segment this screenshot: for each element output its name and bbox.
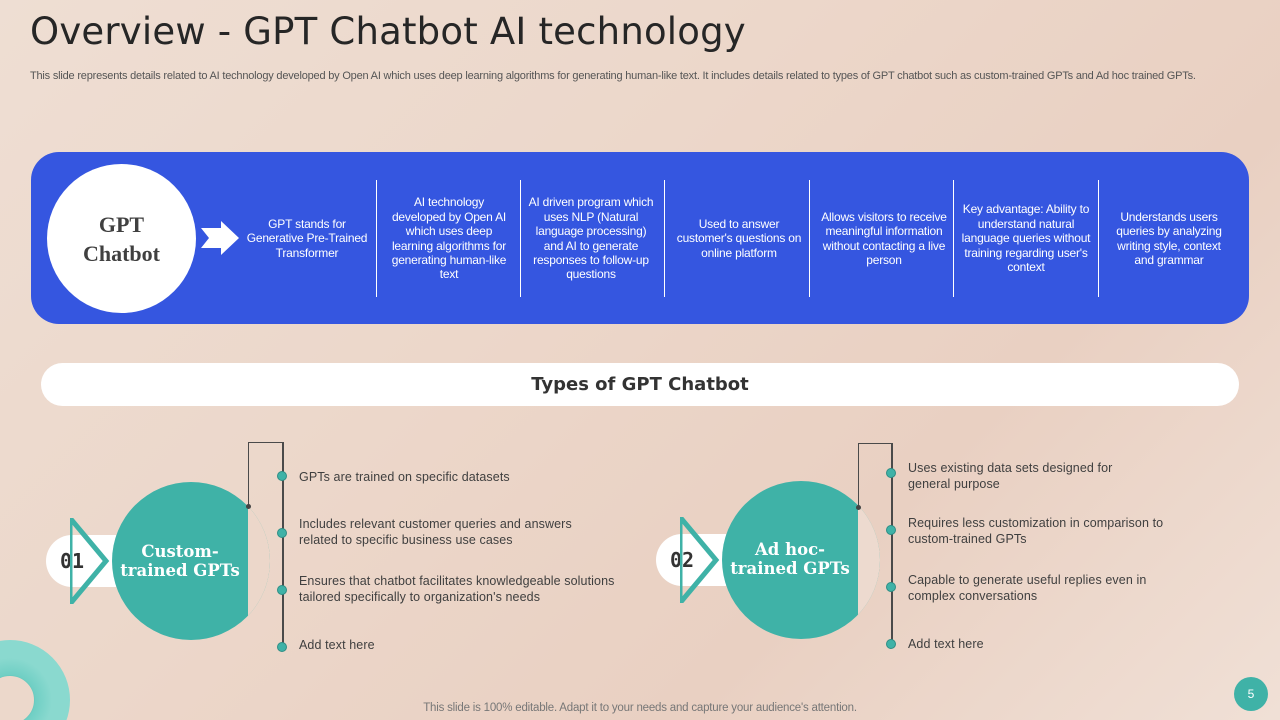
feature-5: Allows visitors to receive meaningful in… — [821, 209, 947, 267]
connector-joint — [246, 504, 251, 509]
bullet-text: Add text here — [908, 637, 984, 651]
feature-divider — [664, 180, 665, 297]
feature-divider — [1098, 180, 1099, 297]
types-heading-bar: Types of GPT Chatbot — [41, 363, 1239, 406]
timeline-line — [282, 442, 284, 648]
bullet-dot — [277, 528, 287, 538]
page-number: 5 — [1247, 687, 1255, 701]
feature-divider — [809, 180, 810, 297]
chevron-right-icon — [680, 517, 720, 603]
bullet-dot — [277, 585, 287, 595]
feature-divider — [376, 180, 377, 297]
type-circle-custom — [112, 482, 270, 640]
footer-note: This slide is 100% editable. Adapt it to… — [423, 702, 857, 714]
circle-line-1: GPT — [98, 211, 145, 237]
timeline-line — [891, 443, 893, 648]
bullet-text: Capable to generate useful replies even … — [908, 573, 1147, 603]
type-label-custom: Custom- trained GPTs — [120, 542, 240, 580]
feature-4: Used to answer customer's questions on o… — [676, 216, 802, 260]
feature-divider — [953, 180, 954, 297]
circle-line-2: Chatbot — [82, 240, 160, 266]
type-label-adhoc: Ad hoc- trained GPTs — [730, 540, 850, 578]
bullet-dot — [886, 582, 896, 592]
bullet-text: Add text here — [299, 638, 375, 652]
feature-3: AI driven program which uses NLP (Natura… — [528, 195, 654, 282]
chevron-right-icon — [70, 518, 110, 604]
bullet-text: Includes relevant customer queries and a… — [299, 517, 572, 547]
bullet-dot — [277, 471, 287, 481]
bullet-text: Requires less customization in compariso… — [908, 516, 1164, 546]
bullet-dot — [886, 525, 896, 535]
gpt-chatbot-circle: GPT Chatbot — [47, 164, 196, 313]
connector-joint — [856, 505, 861, 510]
type-circle-adhoc — [722, 481, 880, 639]
bullet-text: GPTs are trained on specific datasets — [299, 470, 510, 484]
bullet-dot — [277, 642, 287, 652]
types-heading: Types of GPT Chatbot — [531, 374, 749, 395]
bullet-dot — [886, 639, 896, 649]
feature-2: AI technology developed by Open AI which… — [391, 195, 507, 282]
page-number-badge: 5 — [1234, 677, 1268, 711]
feature-7: Understands users queries by analyzing w… — [1116, 209, 1222, 267]
page-title: Overview - GPT Chatbot AI technology — [30, 10, 746, 53]
page-subtitle: This slide represents details related to… — [30, 70, 1196, 82]
bullet-text: Uses existing data sets designed for gen… — [908, 461, 1113, 491]
feature-1: GPT stands for Generative Pre-Trained Tr… — [246, 216, 368, 260]
decorative-ring-icon — [0, 640, 70, 720]
feature-divider — [520, 180, 521, 297]
bullet-dot — [886, 468, 896, 478]
chevron-arrow-right-icon — [201, 221, 239, 255]
bullet-text: Ensures that chatbot facilitates knowled… — [299, 574, 615, 604]
feature-6: Key advantage: Ability to understand nat… — [961, 202, 1091, 275]
